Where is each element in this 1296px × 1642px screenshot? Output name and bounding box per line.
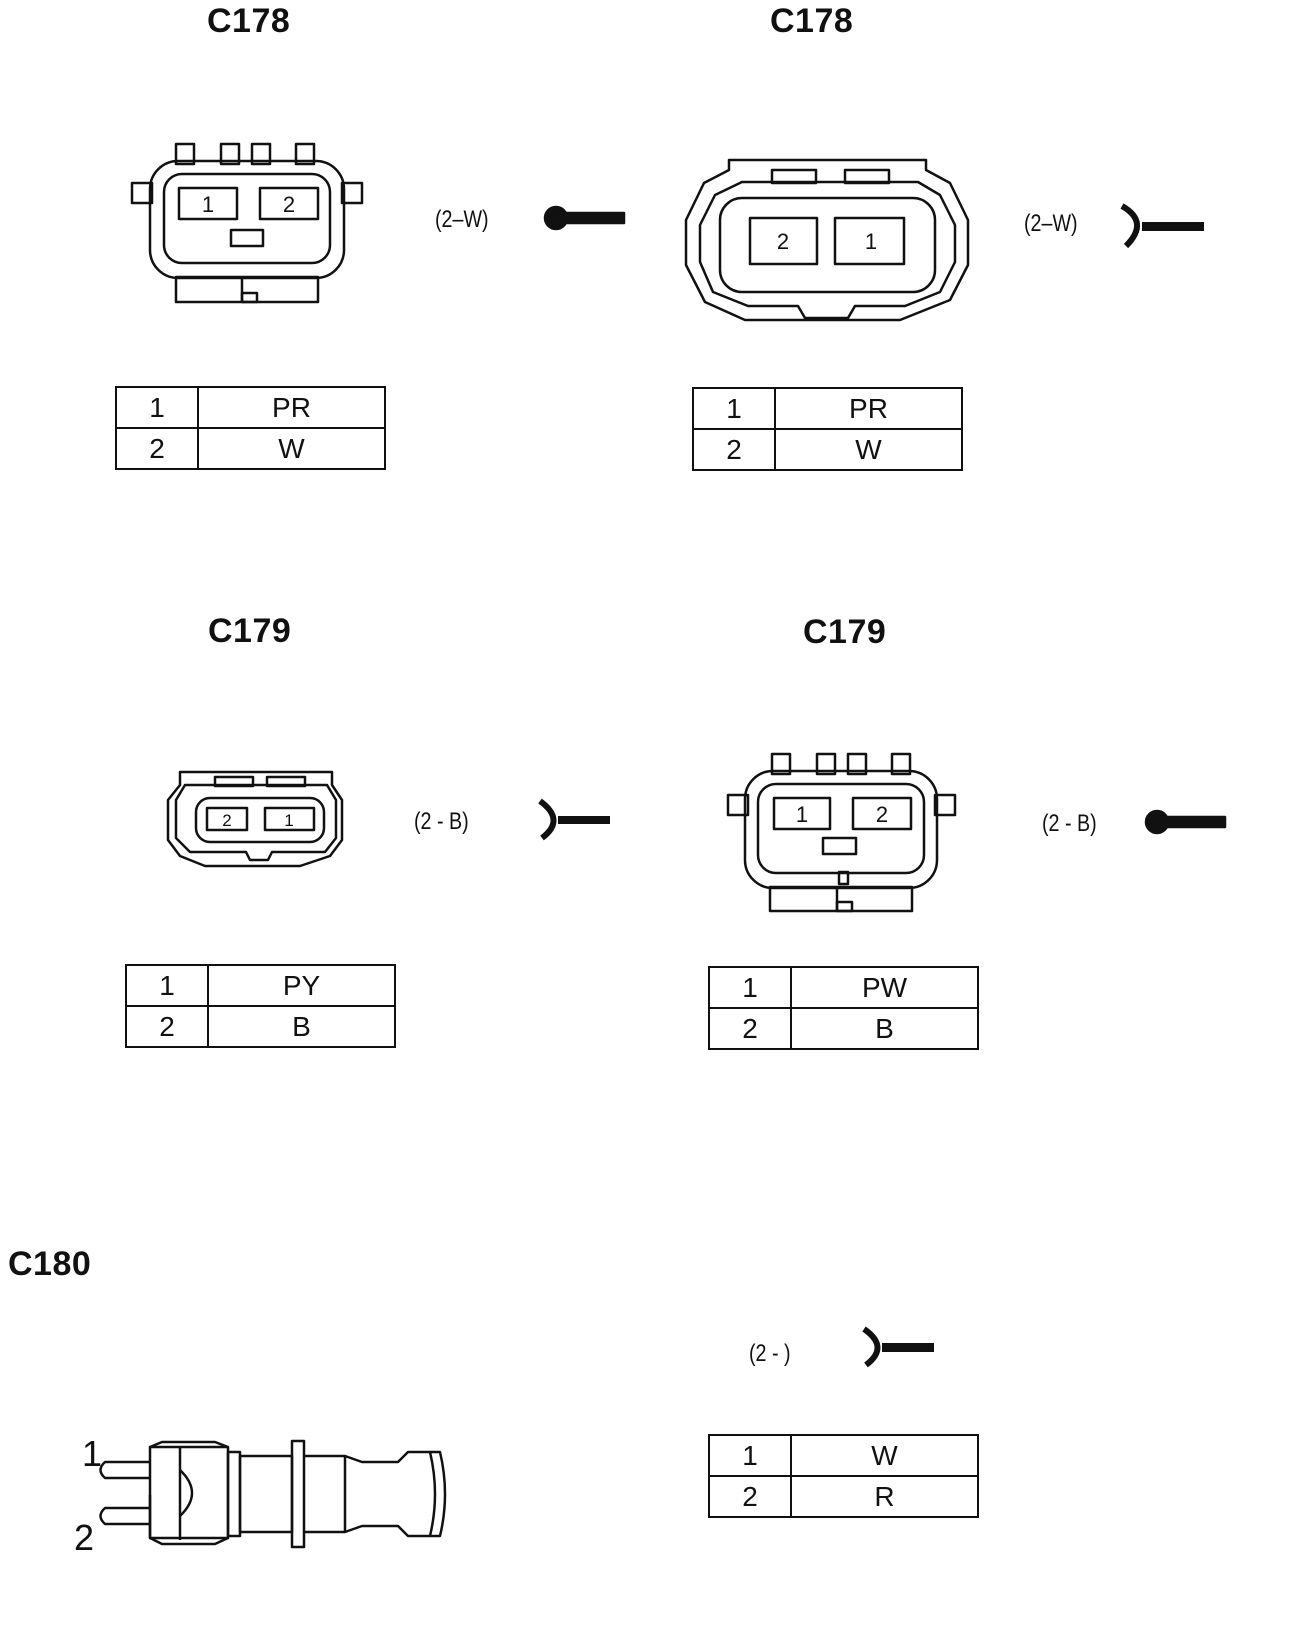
wire-color: B [790,1007,979,1050]
wire-color: PW [790,966,979,1009]
connector-face-c178-female [684,158,970,322]
connector-title-c178-female: C178 [770,2,854,40]
pin-number: 1 [115,386,199,429]
pin-number: 1 [708,1434,792,1477]
wire-color: R [790,1475,979,1518]
male-terminal-icon [1144,809,1227,835]
female-terminal-icon [538,798,610,841]
pin-number: 1 [692,387,776,430]
pin-label: 1 [82,1433,102,1474]
cavity-label: 1 [796,802,808,827]
wire-color: PR [197,386,386,429]
female-terminal-icon [862,1326,934,1368]
cavity-label: 2 [777,229,789,254]
cavity-label: 2 [222,811,231,830]
male-terminal-icon [543,205,626,231]
pin-number: 2 [125,1005,209,1048]
cavity-label: 1 [202,192,214,217]
connector-code-c178-male: (2–W) [435,206,489,233]
cavity-label: 2 [283,192,295,217]
connector-title-c179-female: C179 [208,612,292,650]
connector-title-c178-male: C178 [207,2,291,40]
pin-number: 2 [708,1475,792,1518]
pin-label: 2 [74,1517,94,1558]
cavity-label: 1 [284,811,293,830]
connector-code-c178-female: (2–W) [1024,210,1078,237]
cavity-label: 2 [876,802,888,827]
wire-color: W [197,427,386,470]
pin-number: 2 [692,428,776,471]
pin-number: 1 [708,966,792,1009]
wire-color: PY [207,964,396,1007]
female-terminal-icon [1120,203,1204,249]
connector-title-c179-male: C179 [803,613,887,651]
connector-code-c180: (2 - ) [749,1340,791,1367]
connector-side-view-c180 [99,1439,447,1549]
wire-color: PR [774,387,963,430]
pin-number: 2 [115,427,199,470]
connector-face-c179-male [726,752,957,913]
wire-color: W [774,428,963,471]
wire-color: B [207,1005,396,1048]
connector-code-c179-male: (2 - B) [1042,810,1097,837]
pin-number: 1 [125,964,209,1007]
connector-face-c178-male [130,142,364,304]
wire-color: W [790,1434,979,1477]
cavity-label: 1 [865,229,877,254]
pin-number: 2 [708,1007,792,1050]
connector-face-c179-female [166,770,344,868]
connector-title-c180: C180 [8,1245,92,1283]
connector-code-c179-female: (2 - B) [414,808,469,835]
